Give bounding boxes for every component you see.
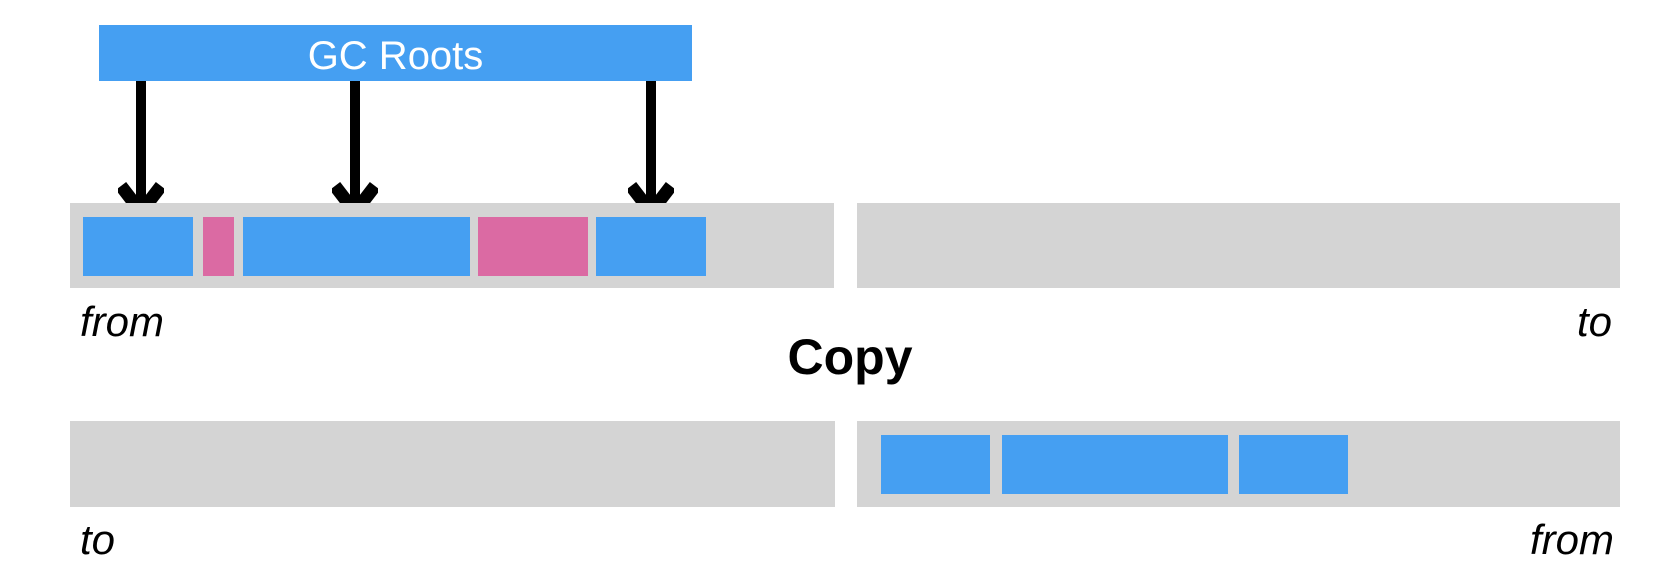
heap-object-live [596,217,706,276]
to-space-label-bottom: to [80,516,116,563]
heap-to-space-top [857,203,1620,288]
heap-object-garbage [478,217,588,276]
heap-from-space-bottom [857,421,1620,507]
root-arrow-down-icon [628,81,674,221]
copy-operation-label: Copy [787,329,913,385]
heap-object-live [243,217,470,276]
heap-from-space-top [70,203,834,288]
gc-roots-title: GC Roots [307,33,484,78]
heap-to-space-bottom [70,421,835,507]
heap-object-live [881,435,990,494]
gc-roots-box: GC Roots [99,25,692,81]
to-space-label-top: to [1576,298,1612,345]
from-space-label-bottom: from [1530,516,1614,563]
heap-object-live [83,217,193,276]
root-arrow-down-icon [118,81,164,221]
heap-object-garbage [203,217,234,276]
from-space-label-top: from [80,298,164,345]
heap-object-live [1239,435,1348,494]
root-arrow-down-icon [332,81,378,221]
heap-object-live [1002,435,1228,494]
